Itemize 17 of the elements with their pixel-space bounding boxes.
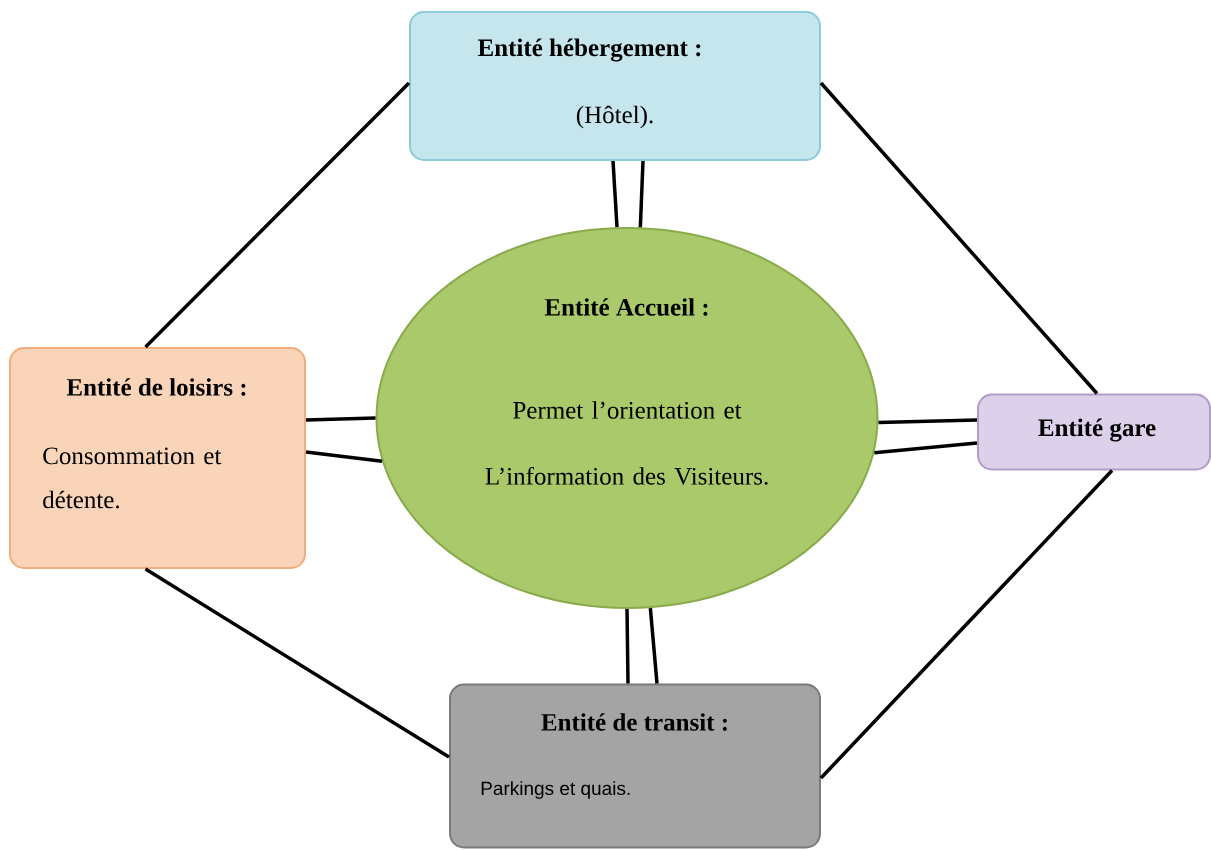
connector-line	[819, 469, 1114, 780]
rounded-box: Entité de transit : Parkings et quais.	[449, 683, 821, 849]
connector-line	[144, 567, 450, 759]
connector-line	[819, 81, 1099, 395]
connector-line	[611, 160, 619, 228]
connector-line	[625, 608, 630, 684]
connector-line	[305, 416, 376, 422]
rounded-box: Entité hébergement : (Hôtel).	[409, 11, 821, 161]
rounded-box: Entité gare	[977, 393, 1211, 471]
connector-line	[648, 608, 659, 684]
connector-line	[874, 441, 978, 455]
rounded-box: Entité de loisirs : Consommation et détente.	[9, 347, 306, 569]
connector-line	[638, 160, 645, 228]
connector-line	[878, 418, 978, 425]
connector-line	[144, 81, 411, 349]
ellipse-node: Entité Accueil : Permet l’orientation et L’information des Visiteurs.	[375, 227, 879, 609]
connector-line	[305, 450, 383, 463]
